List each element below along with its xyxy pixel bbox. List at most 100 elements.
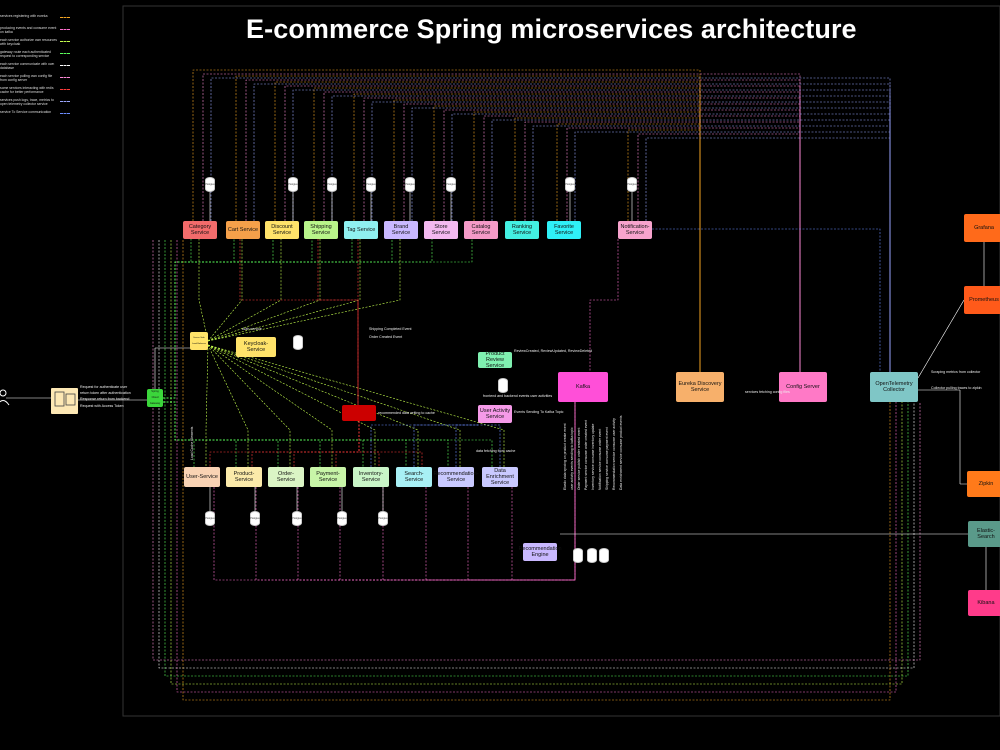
eureka-discovery-service: Eureka Discovery Service <box>676 372 724 402</box>
legend-item: each service communicate with own databa… <box>0 62 120 74</box>
eureka-registration-line <box>627 129 701 372</box>
auth-service-label: Auth service <box>242 327 262 331</box>
page-title: E-commerce Spring microservices architec… <box>246 14 857 44</box>
database-icon: Postgres <box>250 511 260 526</box>
legend-text: each service communicate with own databa… <box>0 62 55 70</box>
opentelemetry-collector: OpenTelemetry Collector <box>870 372 918 402</box>
label-kafka-flow: Inventory service consume inventory upda… <box>591 423 595 490</box>
keycloak-auth-line <box>207 239 401 342</box>
prometheus: Prometheus <box>964 286 1000 314</box>
legend-line-swatch <box>60 113 70 114</box>
keycloak-auth-line <box>207 344 333 467</box>
service-store-service: Store Service <box>424 221 458 239</box>
gateway-route-line <box>163 239 393 399</box>
config-fetch-line <box>443 109 801 372</box>
legend-item: services push logs, trace, metrics to op… <box>0 98 120 110</box>
label-shipping-completed: Shipping Completed Event <box>369 327 412 331</box>
keycloak-auth-line <box>207 344 461 467</box>
legend-text: gateway route each authenticated request… <box>0 50 51 58</box>
eureka-registration-line <box>514 117 701 372</box>
service-category-service: Category Service <box>183 221 217 239</box>
service-catalog-service: Catalog Service <box>464 221 498 239</box>
keycloak-service: Keycloak-Service <box>236 337 276 357</box>
telemetry-line <box>210 77 891 372</box>
outer-route-line <box>182 240 891 701</box>
grafana: Grafana <box>964 214 1000 242</box>
keycloak-auth-line <box>205 344 209 467</box>
load-balancer: Server Side Load Balancer <box>190 332 208 350</box>
outer-route-line <box>170 240 903 685</box>
gateway-route-line <box>163 239 274 399</box>
database-icon: Postgres <box>205 511 215 526</box>
config-fetch-line <box>483 115 801 372</box>
legend: services registering with eureka producin… <box>0 14 120 122</box>
kibana: Kibana <box>968 590 1000 616</box>
legend-text: producing events and consume event on ka… <box>0 26 57 34</box>
config-fetch-line <box>524 121 801 372</box>
label-kafka-flow: Data enrichment service consume product … <box>619 415 623 490</box>
gateway-route-line <box>163 401 493 467</box>
legend-line-swatch <box>60 89 70 90</box>
label-request-auth: Request for authenticate user <box>80 385 128 389</box>
database-icon: Postgres <box>337 511 347 526</box>
legend-text: some services interacting with redis cac… <box>0 86 54 94</box>
eureka-registration-line <box>433 105 701 372</box>
keycloak-auth-line <box>207 344 419 467</box>
legend-item: each service pulling own config file fro… <box>0 74 120 86</box>
eureka-registration-line <box>556 123 701 372</box>
gateway-route-line <box>163 401 237 467</box>
telemetry-line <box>451 113 891 372</box>
database-icon: Postgres <box>446 177 456 192</box>
user-activity-service: User Activity Service <box>478 405 512 423</box>
service-favorite-service: Favorite Service <box>547 221 581 239</box>
config-server: Config Server <box>779 372 827 402</box>
keycloak-database-icon <box>293 335 303 350</box>
keycloak-auth-line <box>207 239 361 342</box>
outer-route-line <box>158 240 915 669</box>
legend-line-swatch <box>60 17 70 18</box>
redis-cache-line <box>293 421 360 467</box>
kafka-broker: Kafka <box>558 372 608 402</box>
keycloak-auth-line <box>207 239 243 342</box>
elastic-search: Elastic-Search <box>968 521 1000 547</box>
label-frontend-activities: frontend and backend events user activit… <box>483 394 553 398</box>
label-kafka-flow: Order service publish order created even… <box>577 427 581 490</box>
gateway-route-line <box>163 239 473 399</box>
spring-cloud-gateway: Spring Cloud Gateway <box>147 389 163 407</box>
legend-line-swatch <box>60 53 70 54</box>
telemetry-line <box>574 131 891 372</box>
config-fetch-line <box>323 91 801 372</box>
label-scraping: Scraping metrics from collector <box>931 370 981 374</box>
eureka-registration-line <box>313 87 701 372</box>
config-fetch-line <box>566 127 801 372</box>
redis-cache-line <box>335 421 360 467</box>
legend-text: services push logs, trace, metrics to op… <box>0 98 54 106</box>
redis-cache-line <box>358 421 380 467</box>
label-return-token: return token after authentication <box>80 391 131 395</box>
gateway-route-line <box>163 239 353 399</box>
redis-cache-line <box>358 421 423 467</box>
redis-cache-line <box>317 239 359 405</box>
service-search-service: Search-Service <box>396 467 432 487</box>
service-cart-service: Cart Service <box>226 221 260 239</box>
redis-cache: Redis <box>342 405 376 421</box>
label-request-token: Request with Access Token <box>80 404 124 408</box>
eureka-registration-line <box>353 93 701 372</box>
legend-text: services registering with eureka <box>0 14 48 18</box>
eureka-registration-line <box>393 99 701 372</box>
gateway-route-line <box>163 401 279 467</box>
service-ranking-service: Ranking Service <box>505 221 539 239</box>
label-data-fetching: data fetching from cache <box>476 449 516 453</box>
gateway-route-line <box>163 239 313 399</box>
label-pulling-traces: Collector pulling traces to zipkin <box>931 386 982 390</box>
label-services-config: services fetching config files <box>745 390 790 394</box>
recommendation-engine: Recommendation Engine <box>518 543 562 561</box>
legend-text: each service pulling own config file fro… <box>0 74 53 82</box>
engine-database-icon <box>599 548 609 563</box>
telemetry-line <box>645 137 891 372</box>
label-review-events: ReviewCreated, ReviewUpdated, ReviewDele… <box>514 349 593 353</box>
label-response-backend: Response return from backend <box>80 397 130 401</box>
legend-line-swatch <box>60 65 70 66</box>
telemetry-line <box>491 119 891 372</box>
